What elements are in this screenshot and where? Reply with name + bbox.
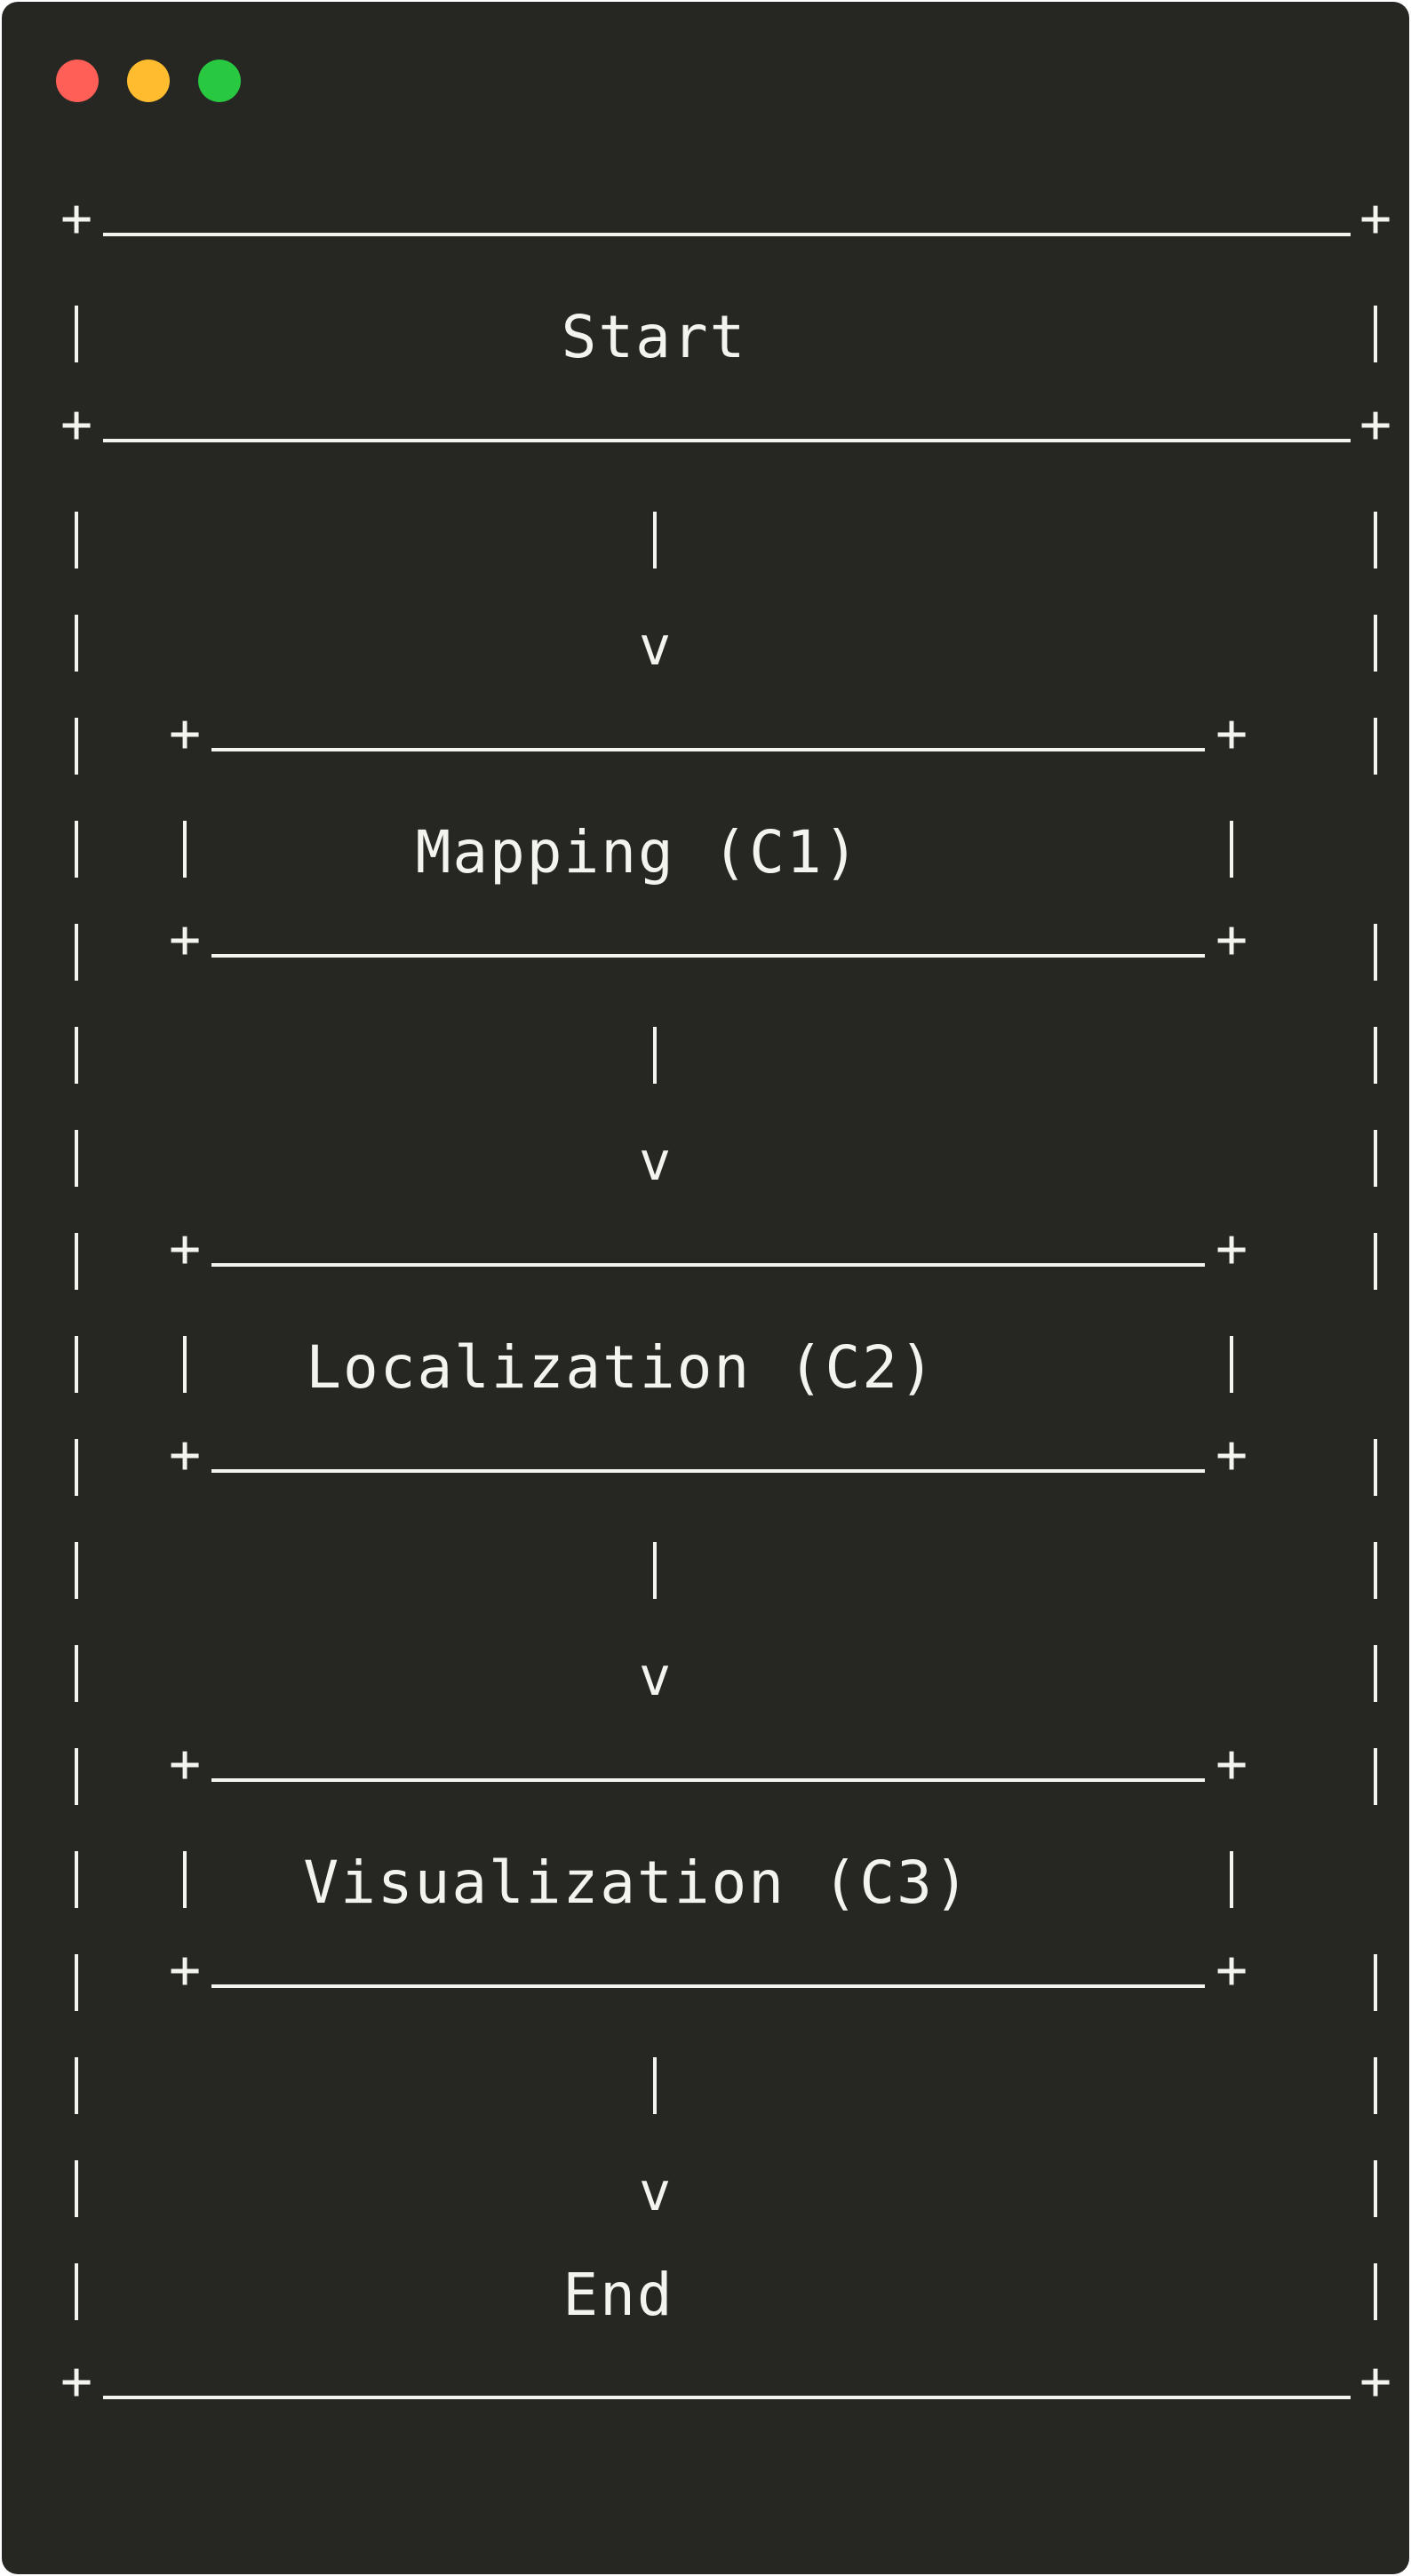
outer-corner-top-right: + [1359,187,1391,250]
box-corner: + [1216,1424,1248,1486]
box-corner: + [169,1939,201,2001]
box-corner: + [1216,1218,1248,1280]
arrow-mapping-to-localization: v [639,1027,671,1193]
step-label-visualization: Visualization (C3) [303,1849,970,1917]
box-corner: + [169,1218,201,1280]
outer-corner-bottom-right: + [1359,2350,1391,2413]
box-corner: + [169,1424,201,1486]
end-label: End [562,2261,674,2329]
close-window-icon[interactable] [56,60,99,102]
step-label-localization: Localization (C2) [306,1333,937,1402]
outer-corner-header-right: + [1359,394,1391,456]
arrow-head-icon: v [639,616,671,678]
arrow-head-icon: v [639,1131,671,1193]
box-corner: + [169,1733,201,1795]
step-label-mapping: Mapping (C1) [416,818,861,886]
outer-frame: + + + + + + [60,187,1391,2413]
box-corner: + [1216,1733,1248,1795]
minimize-window-icon[interactable] [127,60,170,102]
start-label: Start [562,303,747,371]
arrow-head-icon: v [639,1646,671,1708]
arrow-visualization-to-end: v [639,2057,671,2223]
outer-corner-top-left: + [60,187,92,250]
box-corner: + [169,703,201,765]
outer-corner-bottom-left: + [60,2350,92,2413]
box-corner: + [1216,909,1248,971]
step-box-mapping: + + Mapping (C1) + + [169,703,1248,971]
box-corner: + [169,909,201,971]
box-corner: + [1216,703,1248,765]
step-box-localization: + + Localization (C2) + + [169,1218,1248,1486]
arrow-head-icon: v [639,2161,671,2223]
outer-corner-header-left: + [60,394,92,456]
arrow-start-to-mapping: v [639,512,671,678]
zoom-window-icon[interactable] [198,60,241,102]
box-corner: + [1216,1939,1248,2001]
step-box-visualization: + + Visualization (C3) + + [169,1733,1248,2001]
arrow-localization-to-visualization: v [639,1542,671,1708]
